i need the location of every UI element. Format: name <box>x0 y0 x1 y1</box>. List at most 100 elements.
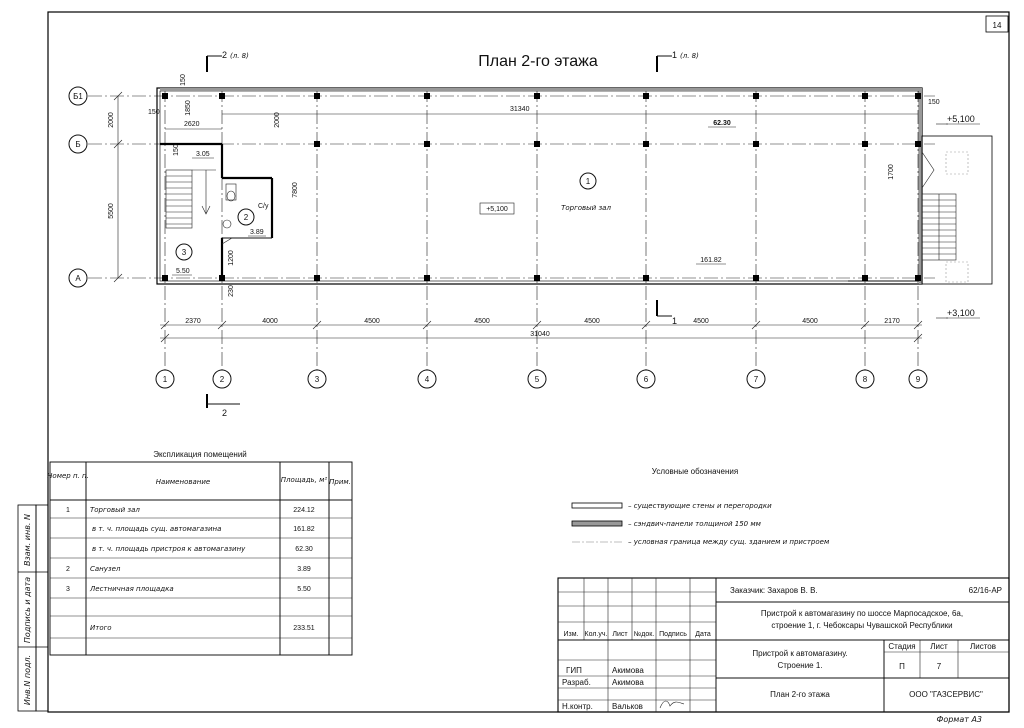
format-label: Формат А3 <box>936 715 982 724</box>
svg-text:2000: 2000 <box>274 112 281 128</box>
stamp-name-control: Вальков <box>612 702 643 711</box>
axis-bubble-b: Б <box>68 134 88 154</box>
bathroom-fixtures <box>221 183 237 245</box>
svg-text:4500: 4500 <box>584 318 600 325</box>
right-exterior-stair <box>921 135 993 285</box>
svg-text:4500: 4500 <box>364 318 380 325</box>
stamp-object-1: Пристрой к автомагазину. <box>752 649 847 658</box>
stamp-role-control: Н.контр. <box>562 702 593 711</box>
svg-text:1: 1 <box>586 177 591 186</box>
legend-title: Условные обозначения <box>652 467 738 476</box>
col-header-number: Номер п. п. <box>47 472 89 480</box>
stamp-company: ООО "ГАЗСЕРВИС" <box>909 690 983 699</box>
col-header-note: Прим. <box>329 478 351 486</box>
svg-text:2: 2 <box>220 375 225 384</box>
svg-text:230: 230 <box>228 285 235 297</box>
svg-text:4: 4 <box>425 375 430 384</box>
svg-text:1700: 1700 <box>888 164 895 180</box>
signature <box>659 700 685 709</box>
sheet-number: 14 <box>993 21 1002 30</box>
section-mark-1-top: 1 (л. 8) <box>656 50 699 72</box>
axis-bubble-7: 7 <box>746 369 766 389</box>
stamp-project-2: строение 1, г. Чебоксары Чувашской Респу… <box>771 621 952 630</box>
level-mark-right-bottom: +3,100 <box>936 308 980 319</box>
row-1-name: Торговый зал <box>90 506 140 514</box>
bottom-dimensions: 2370 4000 4500 4500 4500 4500 4500 2170 … <box>160 318 923 343</box>
sheet-frame <box>47 11 1010 713</box>
svg-text:С/у: С/у <box>258 203 269 210</box>
svg-text:1200: 1200 <box>228 250 235 266</box>
side-stamp-replace: Взам. инв. N <box>23 514 32 566</box>
stamp-stage-header: Стадия <box>888 642 915 651</box>
svg-text:2: 2 <box>244 213 249 222</box>
svg-text:Дата: Дата <box>695 631 711 638</box>
left-stair <box>165 169 216 229</box>
svg-text:– существующие стены и перегор: – существующие стены и перегородки <box>628 502 772 510</box>
svg-text:1: 1 <box>672 50 677 60</box>
plan-title: План 2-го этажа <box>478 53 598 70</box>
svg-text:1: 1 <box>163 375 168 384</box>
axis-bubble-b1: Б1 <box>68 86 88 106</box>
svg-text:4500: 4500 <box>693 318 709 325</box>
floor-level-mark: +5,100 <box>479 202 515 215</box>
svg-text:1: 1 <box>672 316 677 326</box>
axis-bubble-a: А <box>68 268 88 288</box>
svg-text:150: 150 <box>928 99 940 106</box>
svg-text:(л. 8): (л. 8) <box>230 52 249 60</box>
axis-bubble-2: 2 <box>212 369 232 389</box>
row-1-area: 224.12 <box>293 507 315 514</box>
svg-text:4500: 4500 <box>474 318 490 325</box>
svg-text:9: 9 <box>916 375 921 384</box>
section-mark-2-top: 2 (л. 8) <box>206 50 249 72</box>
svg-text:2620: 2620 <box>184 121 200 128</box>
stamp-role-dev: Разраб. <box>562 678 591 687</box>
sheet-number-box <box>985 15 1009 33</box>
svg-text:150: 150 <box>148 109 160 116</box>
col-header-name: Наименование <box>156 478 210 486</box>
axis-bubble-9: 9 <box>908 369 928 389</box>
grid-lines-vertical <box>164 88 919 370</box>
svg-text:Кол.уч.: Кол.уч. <box>585 631 608 638</box>
legend: Условные обозначения – существующие стен… <box>571 467 830 546</box>
axis-bubble-8: 8 <box>855 369 875 389</box>
stamp-sheet: 7 <box>937 662 942 671</box>
explication-title: Экспликация помещений <box>153 450 247 459</box>
side-stamp: Взам. инв. N Подпись и дата Инв.N подл. <box>17 504 49 712</box>
row-3-name: в т. ч. площадь пристроя к автомагазину <box>92 545 246 553</box>
axis-bubble-4: 4 <box>417 369 437 389</box>
legend-item-sandwich-panels: – сэндвич-панели толщиной 150 мм <box>571 520 762 528</box>
legend-item-boundary: – условная граница между сущ. зданием и … <box>572 538 830 546</box>
structural-columns <box>162 93 921 281</box>
svg-text:7800: 7800 <box>292 182 299 198</box>
svg-text:Б1: Б1 <box>73 92 83 101</box>
svg-text:5: 5 <box>535 375 540 384</box>
axis-bubbles-columns: 1 2 3 4 5 6 7 8 9 <box>155 369 928 389</box>
svg-text:+5,100: +5,100 <box>947 114 975 124</box>
row-4-name: Санузел <box>90 565 121 573</box>
left-dimensions: 2000 5500 <box>108 91 123 283</box>
section-mark-2-bottom: 2 <box>206 394 240 418</box>
row-5-num: 3 <box>66 586 70 593</box>
svg-text:1850: 1850 <box>185 100 192 116</box>
row-4-num: 2 <box>66 566 70 573</box>
stamp-name-gip: Акимова <box>612 666 644 675</box>
stair-area: 3.05 <box>196 151 210 158</box>
svg-text:6: 6 <box>644 375 649 384</box>
stamp-code: 62/16-АР <box>969 586 1002 595</box>
svg-text:4000: 4000 <box>262 318 278 325</box>
room-1-label: 1 Торговый зал 161.82 62.30 <box>561 120 736 265</box>
stamp-object-2: Строение 1. <box>777 661 822 670</box>
legend-item-existing-walls: – существующие стены и перегородки <box>571 502 772 510</box>
svg-text:+5,100: +5,100 <box>486 206 508 213</box>
svg-text:– условная граница между сущ.: – условная граница между сущ. зданием и … <box>628 538 830 546</box>
building-walls <box>156 87 923 285</box>
svg-text:№док.: №док. <box>634 631 655 638</box>
side-stamp-inventory: Инв.N подл. <box>23 655 32 705</box>
room-1-area: 161.82 <box>700 257 722 264</box>
svg-text:2: 2 <box>222 50 227 60</box>
row-5-area: 5.50 <box>297 586 311 593</box>
stamp-name-dev: Акимова <box>612 678 644 687</box>
svg-text:2170: 2170 <box>884 318 900 325</box>
svg-text:– сэндвич-панели толщиной 150: – сэндвич-панели толщиной 150 мм <box>628 520 762 528</box>
svg-text:5500: 5500 <box>108 203 115 219</box>
